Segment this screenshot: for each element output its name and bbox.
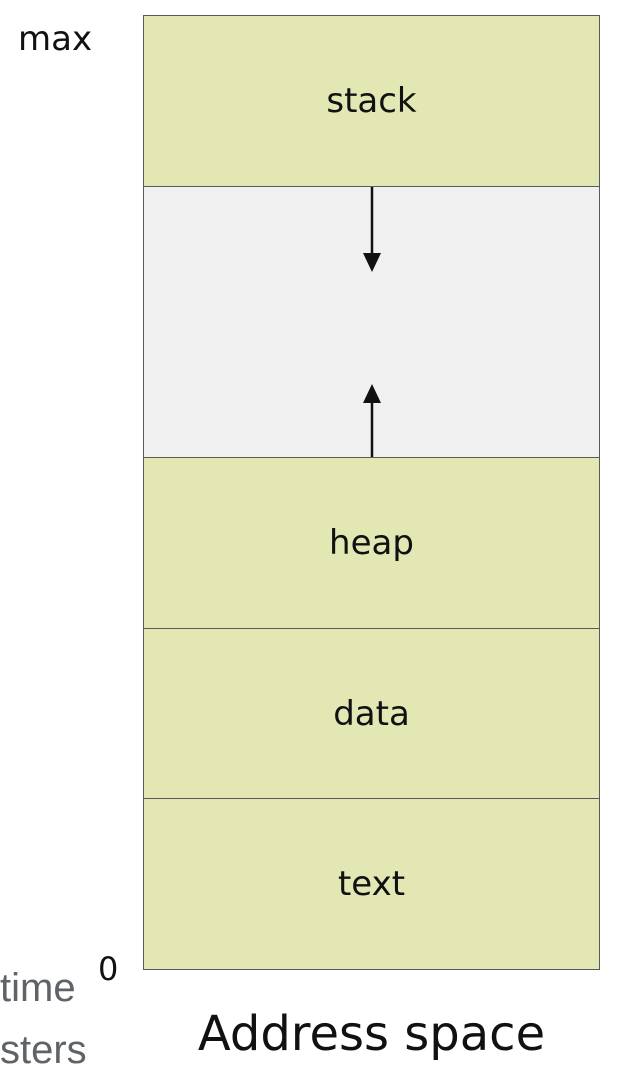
text-label: text	[337, 864, 406, 904]
data-label: data	[333, 694, 410, 734]
heap-label: heap	[329, 523, 414, 563]
background-text-line-1: time	[0, 966, 76, 1010]
stack-growth-down-arrow	[363, 187, 381, 272]
background-text-line-2: sters	[0, 1028, 87, 1072]
heap-growth-up-arrow	[363, 384, 381, 457]
max-address-label: max	[18, 19, 93, 59]
address-space-caption: Address space	[197, 1006, 546, 1062]
heap-segment: heap	[143, 457, 600, 629]
zero-address-label: 0	[98, 950, 119, 988]
text-segment: text	[143, 798, 600, 970]
stack-segment: stack	[143, 15, 600, 187]
stack-label: stack	[326, 81, 417, 121]
